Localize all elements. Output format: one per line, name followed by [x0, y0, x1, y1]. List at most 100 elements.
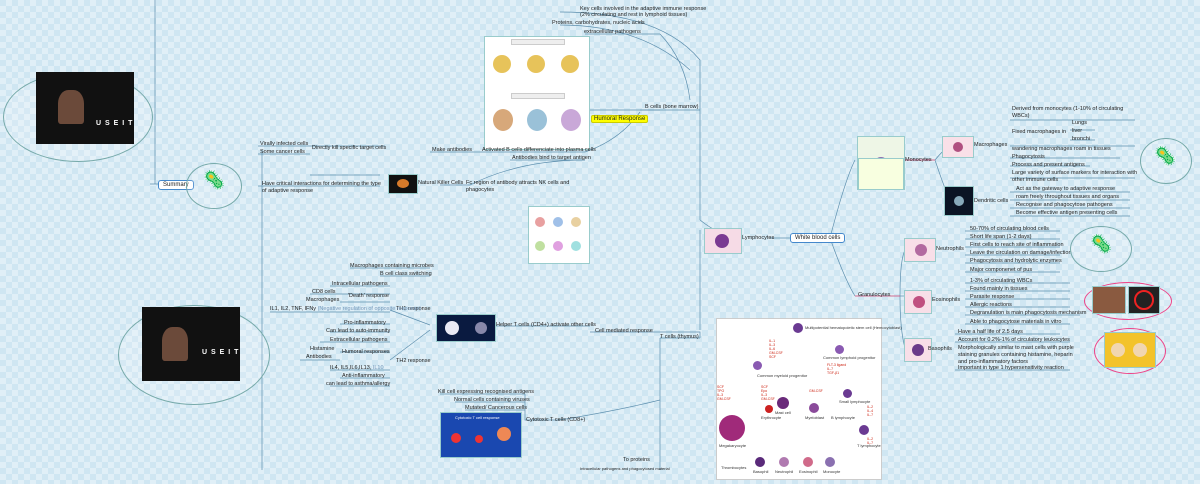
th-asthma: can lead to asthma/allergy — [326, 381, 391, 387]
t-cell-drawing — [445, 321, 459, 335]
hema-stem: Multipotential hematopoietic stem cell (… — [805, 325, 902, 330]
hema-basophil: Basophil — [753, 469, 769, 474]
hema-factor2: FLT-3 ligand IL-7 TGF-β1 — [827, 363, 847, 375]
no-bug-sign-icon — [1128, 286, 1160, 314]
eos-2: Found mainly in tissues — [970, 286, 1028, 292]
th-extracellular: Extracellular pathogens — [330, 337, 388, 343]
t-lymphocyte-drawing — [859, 425, 869, 435]
humoral-response-node[interactable]: Humoral Response — [591, 115, 649, 123]
baso-1: Have a half life of 2.5 days — [958, 329, 1023, 335]
neut-2: Short life span (1-2 days) — [970, 234, 1032, 240]
nk-some-cancer: Some cancer cells — [260, 149, 305, 155]
ctl-kill: Kill cell expressing recognised antigens — [438, 389, 534, 395]
ctl-normal: Normal cells containing viruses — [454, 397, 530, 403]
dendritic-drawing — [954, 196, 964, 206]
hema-mast-cell: Mast cell — [775, 410, 791, 415]
video-thumbnail-bottom[interactable]: U S E I T — [142, 307, 240, 381]
presenter-figure — [58, 90, 84, 124]
th-death: 'Death' response — [348, 293, 389, 299]
video-thumbnail-top[interactable]: U S E I T — [36, 72, 134, 144]
monocytes-node[interactable]: Monocytes — [905, 157, 932, 163]
baso-4: Important in type 1 hypersensitivity rea… — [958, 365, 1064, 371]
cartoon-poster — [1104, 332, 1156, 368]
nk-cell-drawing — [397, 179, 409, 188]
b-cell-drawing — [493, 55, 511, 73]
hema-myeloblast: Myeloblast — [805, 415, 825, 420]
eos-1: 1-3% of circulating WBCs — [970, 278, 1033, 284]
lymphocytes-node[interactable]: Lymphocytes — [742, 235, 775, 241]
mascot-frame — [1070, 226, 1132, 272]
ctl-diagram: Cytotoxic T cell response — [440, 412, 522, 458]
th-il-list-text: IL1, IL2, TNF, IFNy — [270, 306, 317, 312]
macrophage-drawing — [953, 142, 963, 152]
t-cell-drawing — [553, 241, 563, 251]
mascot-frame — [186, 163, 242, 209]
top-proteins: Proteins, carbohydrates, nucleic acids — [552, 20, 645, 26]
monocyte-drawing — [825, 457, 835, 467]
cartoon-face — [1133, 343, 1147, 357]
activated-b-cells: Activated B cells differenciate into pla… — [482, 147, 596, 153]
lymphocyte-image — [704, 228, 742, 254]
th-negative-reg: (Negative regulation of opposite respons… — [317, 306, 422, 312]
hema-neutrophil: Neutrophil — [775, 469, 794, 474]
ctl-thumb-title: Cytotoxic T cell response — [455, 415, 500, 420]
hema-t-lymph: T lymphocyte — [857, 443, 881, 448]
macro-phagocytosis: Phagocytosis — [1012, 154, 1045, 160]
white-blood-cells-node[interactable]: White blood cells — [790, 233, 846, 243]
th2-response-node[interactable]: TH2 response — [396, 358, 431, 364]
th-intracellular: Intracellular pathogens — [332, 281, 388, 287]
cell-mediated-node[interactable]: Cell mediated response — [595, 328, 653, 334]
neutrophils-node[interactable]: Neutrophils — [936, 246, 964, 252]
b-cells-node[interactable]: B cells (bone marrow) — [645, 104, 699, 110]
neutrophil-drawing — [779, 457, 789, 467]
person-photo — [1092, 286, 1126, 314]
top-extracellular: extracellular pathogens — [584, 29, 641, 35]
cartoon-face — [1111, 343, 1125, 357]
th-il-list: IL1, IL2, TNF, IFNy (Negative regulation… — [270, 306, 421, 313]
t-cell-drawing — [451, 433, 461, 443]
helper-t-label[interactable]: Helper T cells (CD4+) activate other cel… — [496, 322, 596, 328]
th-il-list2: IL4, IL5,IL6,IL13, IL10 — [330, 365, 384, 372]
dendritic-node[interactable]: Dendritic cells — [974, 198, 1009, 204]
th-auto-immunity: Can lead to auto-immunity — [326, 328, 391, 334]
th-histamine: Histamine — [310, 346, 335, 352]
neutrophil-drawing — [915, 244, 927, 256]
th1-response-node[interactable]: TH1 response — [396, 306, 431, 312]
hema-thrombocytes: Thrombocytes — [721, 465, 747, 470]
lymphocyte-drawing — [715, 234, 729, 248]
hematopoiesis-chart: Multipotential hematopoietic stem cell (… — [716, 318, 902, 480]
granulocytes-node[interactable]: Granulocytes — [858, 292, 891, 298]
basophils-node[interactable]: Basophils — [928, 346, 952, 352]
antibodies-bind: Antibodies bind to target antigen — [512, 155, 591, 161]
t-cell-drawing — [571, 217, 581, 227]
t-cells-node[interactable]: T cells (thymus) — [660, 334, 699, 340]
progenitor-drawing — [835, 345, 844, 354]
neutrophil-image — [904, 238, 936, 262]
macro-process: Process and present antigens — [1012, 162, 1085, 168]
th-il-list2-text: IL4, IL5,IL6,IL13, — [330, 365, 372, 371]
helper-t-image — [436, 314, 496, 342]
megakaryocyte-drawing — [719, 415, 745, 441]
hema-erythrocyte: Erythrocyte — [761, 415, 782, 420]
dendritic-recognise: Recognise and phagocytose pathogens — [1016, 202, 1113, 208]
erythrocyte-drawing — [765, 405, 773, 413]
nk-label[interactable]: Natural Killer Cells — [418, 180, 464, 186]
helper-t-diagram — [528, 206, 590, 264]
cartoon-mascot-icon: 🦠 — [203, 170, 226, 190]
baso-3: Morphologically similar to mast cells wi… — [958, 345, 1074, 365]
progenitor-drawing — [753, 361, 762, 370]
nk-directly-kill: Directly kill specific target cells — [312, 145, 387, 151]
presenter-figure — [162, 327, 188, 361]
macro-fixed: Fixed macrophages in — [1012, 129, 1067, 135]
plasma-cell-drawing — [561, 109, 581, 131]
ctl-label[interactable]: Cytotoxic T cells (CD8+) — [526, 417, 586, 423]
basophil-drawing — [755, 457, 765, 467]
macrophages-node[interactable]: Macrophages — [974, 142, 1008, 148]
hema-megakaryocyte: Megakaryocyte — [719, 443, 747, 448]
basophil-image — [904, 338, 932, 362]
hema-factor4: SCF Epo IL-3 GM-CSF — [761, 385, 775, 401]
th-anti-inflam: Anti-inflammatory — [342, 373, 385, 379]
eosinophils-node[interactable]: Eosinophils — [932, 297, 961, 303]
baso-2: Account for 0.2%-1% of circulatory leuko… — [958, 337, 1070, 343]
